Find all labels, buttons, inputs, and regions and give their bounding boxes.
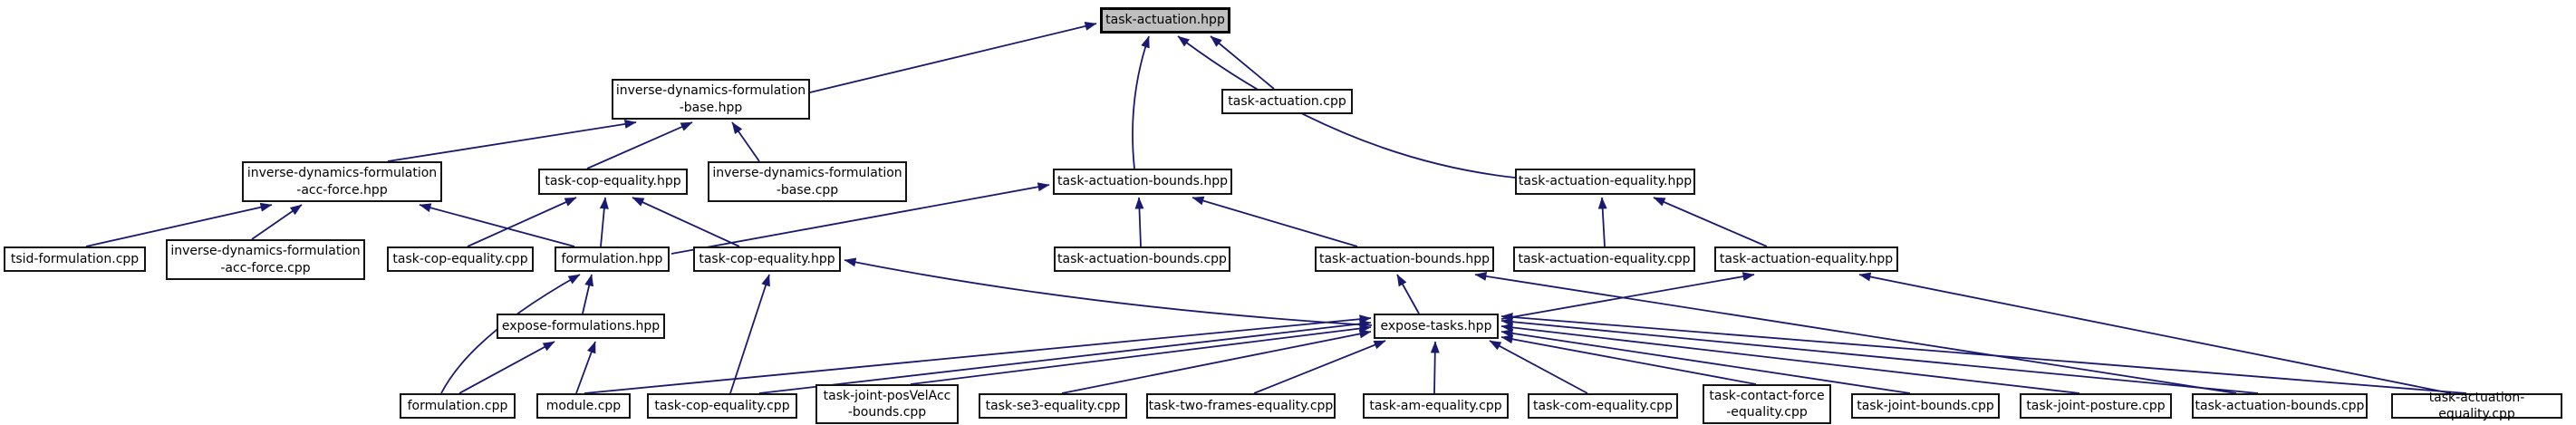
- graph-node-9-tsid-formulation-cpp[interactable]: tsid-formulation.cpp: [4, 246, 146, 272]
- graph-node-29-task-joint-bounds-cpp[interactable]: task-joint-bounds.cpp: [1851, 393, 2000, 419]
- graph-node-23-task-joint-posvelacc-bounds-cpp[interactable]: task-joint-posVelAcc -bounds.cpp: [815, 384, 959, 424]
- edge-n8-to-n1: [1177, 35, 1516, 179]
- edge-n11-to-n5: [467, 197, 577, 247]
- edge-n24-to-n19: [1061, 329, 1372, 394]
- edge-n15-to-n7: [1192, 196, 1358, 247]
- graph-node-32-task-actuation-equality-cpp[interactable]: task-actuation-equality.cpp: [2391, 391, 2562, 421]
- graph-node-19-expose-tasks-hpp[interactable]: expose-tasks.hpp: [1374, 314, 1499, 339]
- graph-node-24-task-se3-equality-cpp[interactable]: task-se3-equality.cpp: [979, 393, 1127, 419]
- edge-n32-to-n17: [1858, 272, 2452, 394]
- graph-node-11-task-cop-equality-cpp[interactable]: task-cop-equality.cpp: [387, 246, 534, 272]
- graph-node-4-inverse-dynamics-formulation-acc-force-hpp[interactable]: inverse-dynamics-formulation -acc-force.…: [242, 161, 442, 202]
- graph-node-20-formulation-cpp[interactable]: formulation.cpp: [400, 393, 516, 419]
- graph-node-22-task-cop-equality-cpp[interactable]: task-cop-equality.cpp: [647, 393, 797, 419]
- edge-n20-to-n12: [440, 274, 581, 394]
- edge-n25-to-n19: [1253, 340, 1386, 394]
- graph-node-28-task-contact-force-equality-cpp[interactable]: task-contact-force -equality.cpp: [1703, 384, 1831, 424]
- edge-n27-to-n19: [1489, 340, 1588, 394]
- edge-n26-to-n19: [1430, 341, 1440, 394]
- edge-n12-to-n5: [599, 197, 609, 247]
- edge-n29-to-n19: [1500, 328, 1911, 394]
- graph-node-8-task-actuation-equality-hpp[interactable]: task-actuation-equality.hpp: [1515, 169, 1695, 195]
- edge-n30-to-n19: [1500, 323, 2080, 394]
- edge-n18-to-n12: [582, 274, 594, 314]
- edge-n16-to-n8: [1597, 197, 1607, 247]
- edge-n4-to-n3: [387, 119, 637, 162]
- graph-node-17-task-actuation-equality-hpp[interactable]: task-actuation-equality.hpp: [1714, 246, 1898, 272]
- edge-n12-to-n7: [671, 182, 1050, 255]
- edge-n9-to-n4: [85, 202, 273, 247]
- edge-n31-to-n19: [1500, 317, 2259, 394]
- graph-node-27-task-com-equality-cpp[interactable]: task-com-equality.cpp: [1528, 393, 1678, 419]
- edge-n21-to-n18: [575, 341, 596, 394]
- edge-n32-to-n19: [1500, 313, 2467, 394]
- edge-n2-to-n1: [1210, 35, 1275, 90]
- graph-node-10-inverse-dynamics-formulation-acc-force-cpp[interactable]: inverse-dynamics-formulation -acc-force.…: [166, 239, 365, 280]
- edge-n10-to-n4: [251, 204, 303, 240]
- graph-node-15-task-actuation-bounds-hpp[interactable]: task-actuation-bounds.hpp: [1315, 246, 1494, 272]
- edge-n31-to-n15: [1474, 271, 2237, 394]
- edge-n21-to-n19: [584, 314, 1372, 394]
- graph-node-16-task-actuation-equality-cpp[interactable]: task-actuation-equality.cpp: [1513, 246, 1695, 272]
- graph-node-25-task-two-frames-equality-cpp[interactable]: task-two-frames-equality.cpp: [1146, 393, 1336, 419]
- edge-n6-to-n3: [731, 121, 760, 162]
- graph-node-12-formulation-hpp[interactable]: formulation.hpp: [555, 246, 670, 272]
- graph-node-1-task-actuation-hpp[interactable]: task-actuation.hpp: [1100, 7, 1230, 34]
- edge-n19-to-n13: [844, 257, 1373, 326]
- edge-n22-to-n19: [758, 319, 1372, 394]
- edge-n22-to-n13: [729, 274, 770, 394]
- graph-node-2-task-actuation-cpp[interactable]: task-actuation.cpp: [1221, 89, 1353, 114]
- edge-n7-to-n1: [1132, 35, 1150, 169]
- edge-n19-to-n15: [1396, 274, 1420, 314]
- edge-n12-to-n4: [419, 203, 575, 247]
- edge-n20-to-n18: [458, 341, 555, 394]
- edge-n23-to-n19: [910, 324, 1372, 385]
- graph-node-21-module-cpp[interactable]: module.cpp: [536, 393, 631, 419]
- graph-node-7-task-actuation-bounds-hpp[interactable]: task-actuation-bounds.hpp: [1053, 169, 1232, 195]
- graph-node-31-task-actuation-bounds-cpp[interactable]: task-actuation-bounds.cpp: [2192, 393, 2368, 419]
- graph-node-18-expose-formulations-hpp[interactable]: expose-formulations.hpp: [497, 314, 665, 339]
- graph-node-3-inverse-dynamics-formulation-base-hpp[interactable]: inverse-dynamics-formulation -base.hpp: [612, 79, 810, 120]
- edge-n5-to-n3: [586, 121, 693, 169]
- graph-node-6-inverse-dynamics-formulation-base-cpp[interactable]: inverse-dynamics-formulation -base.cpp: [708, 161, 907, 202]
- graph-node-13-task-cop-equality-hpp[interactable]: task-cop-equality.hpp: [693, 246, 841, 272]
- graph-node-30-task-joint-posture-cpp[interactable]: task-joint-posture.cpp: [2020, 393, 2172, 419]
- graph-node-5-task-cop-equality-hpp[interactable]: task-cop-equality.hpp: [538, 169, 688, 195]
- graph-node-26-task-am-equality-cpp[interactable]: task-am-equality.cpp: [1363, 393, 1509, 419]
- edge-group: [85, 22, 2467, 394]
- edge-n19-to-n17: [1500, 272, 1755, 320]
- edge-n28-to-n19: [1500, 334, 1757, 385]
- graph-node-14-task-actuation-bounds-cpp[interactable]: task-actuation-bounds.cpp: [1054, 246, 1230, 272]
- edge-n13-to-n5: [632, 197, 740, 247]
- edge-n14-to-n7: [1134, 197, 1144, 247]
- edge-n17-to-n8: [1653, 197, 1768, 247]
- edge-n3-to-n1: [809, 22, 1097, 93]
